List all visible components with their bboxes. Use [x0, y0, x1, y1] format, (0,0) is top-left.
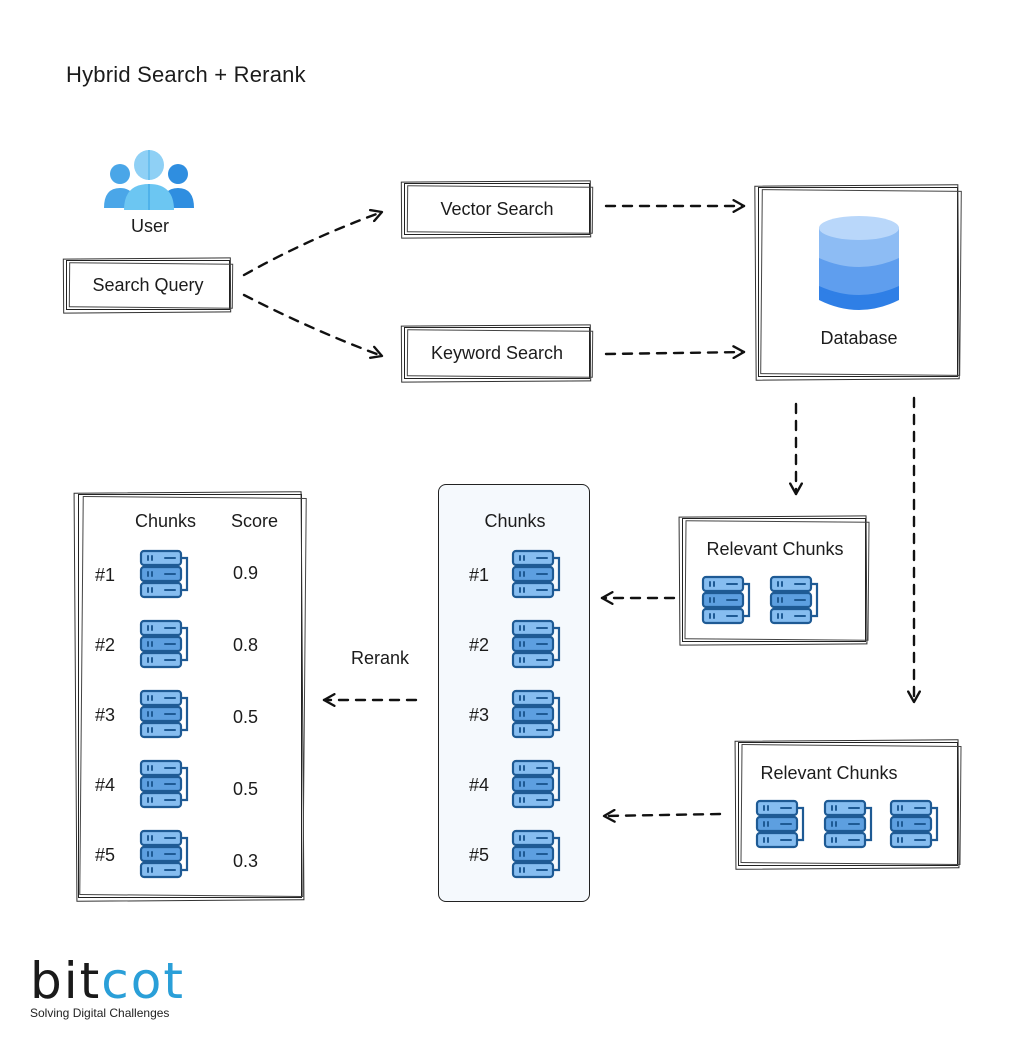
keyword-search-box: Keyword Search — [404, 327, 590, 379]
chunk-stack-icon — [139, 619, 191, 676]
chunk-stack-icon — [701, 575, 753, 632]
chunk-stack-icon — [139, 829, 191, 886]
arrow-query-to-vector — [242, 208, 384, 277]
rerank-label: Rerank — [350, 648, 410, 668]
ranked-score: 0.8 — [233, 635, 259, 655]
chunk-stack-icon — [511, 549, 563, 606]
chunk-stack-icon — [511, 619, 563, 676]
relevant-chunks-vector-box: Relevant Chunks — [682, 518, 866, 642]
ranked-score: 0.5 — [233, 779, 259, 799]
ranked-score-header: Score — [231, 511, 279, 531]
vector-search-box: Vector Search — [404, 183, 590, 235]
keyword-search-label: Keyword Search — [430, 342, 564, 363]
relevant-chunks-vector-label: Relevant Chunks — [706, 539, 844, 559]
ranked-rank: #3 — [95, 705, 116, 725]
chunk-stack-icon — [139, 759, 191, 816]
chunk-stack-icon — [511, 829, 563, 886]
ranked-rank: #5 — [95, 845, 116, 865]
logo-text-main: bit — [30, 952, 102, 1010]
combined-chunks-header: Chunks — [484, 511, 546, 531]
database-label: Database — [820, 328, 898, 348]
ranked-score: 0.5 — [233, 707, 259, 727]
vector-search-label: Vector Search — [440, 198, 554, 219]
ranked-results-box: Chunks Score #1 #2 #3 #4 #5 — [78, 494, 302, 898]
chunk-stack-icon — [823, 799, 875, 856]
combined-rank: #3 — [469, 705, 490, 725]
chunk-stack-icon — [511, 689, 563, 746]
database-icon — [817, 214, 901, 312]
users-group-icon — [102, 148, 196, 210]
combined-chunks-panel: Chunks #1 #2 #3 #4 #5 — [438, 484, 590, 902]
combined-rank: #1 — [469, 565, 490, 585]
logo-tagline: Solving Digital Challenges — [30, 1006, 170, 1020]
ranked-rank: #2 — [95, 635, 116, 655]
ranked-score: 0.9 — [233, 563, 259, 583]
arrow-relevant-keyword-to-panel — [602, 808, 722, 823]
chunk-stack-icon — [511, 759, 563, 816]
logo-text-accent: cot — [101, 952, 185, 1010]
chunk-stack-icon — [755, 799, 807, 856]
chunk-stack-icon — [889, 799, 941, 856]
ranked-rank: #4 — [95, 775, 116, 795]
combined-rank: #5 — [469, 845, 490, 865]
ranked-rank: #1 — [95, 565, 116, 585]
diagram-title: Hybrid Search + Rerank — [66, 62, 306, 87]
relevant-chunks-keyword-box: Relevant Chunks — [738, 742, 958, 866]
brand-logo: bitcot Solving Digital Challenges — [30, 952, 185, 1020]
chunk-stack-icon — [769, 575, 821, 632]
search-query-box: Search Query — [66, 260, 230, 310]
database-box: Database — [758, 187, 958, 377]
chunk-stack-icon — [139, 549, 191, 606]
user-label: User — [130, 216, 169, 236]
combined-rank: #2 — [469, 635, 490, 655]
arrow-keyword-to-db — [604, 345, 746, 360]
arrow-query-to-keyword — [242, 293, 384, 359]
ranked-score: 0.3 — [233, 851, 259, 871]
chunk-stack-icon — [139, 689, 191, 746]
ranked-chunks-header: Chunks — [135, 511, 197, 531]
combined-rank: #4 — [469, 775, 490, 795]
relevant-chunks-keyword-label: Relevant Chunks — [760, 763, 898, 783]
search-query-label: Search Query — [92, 274, 204, 295]
